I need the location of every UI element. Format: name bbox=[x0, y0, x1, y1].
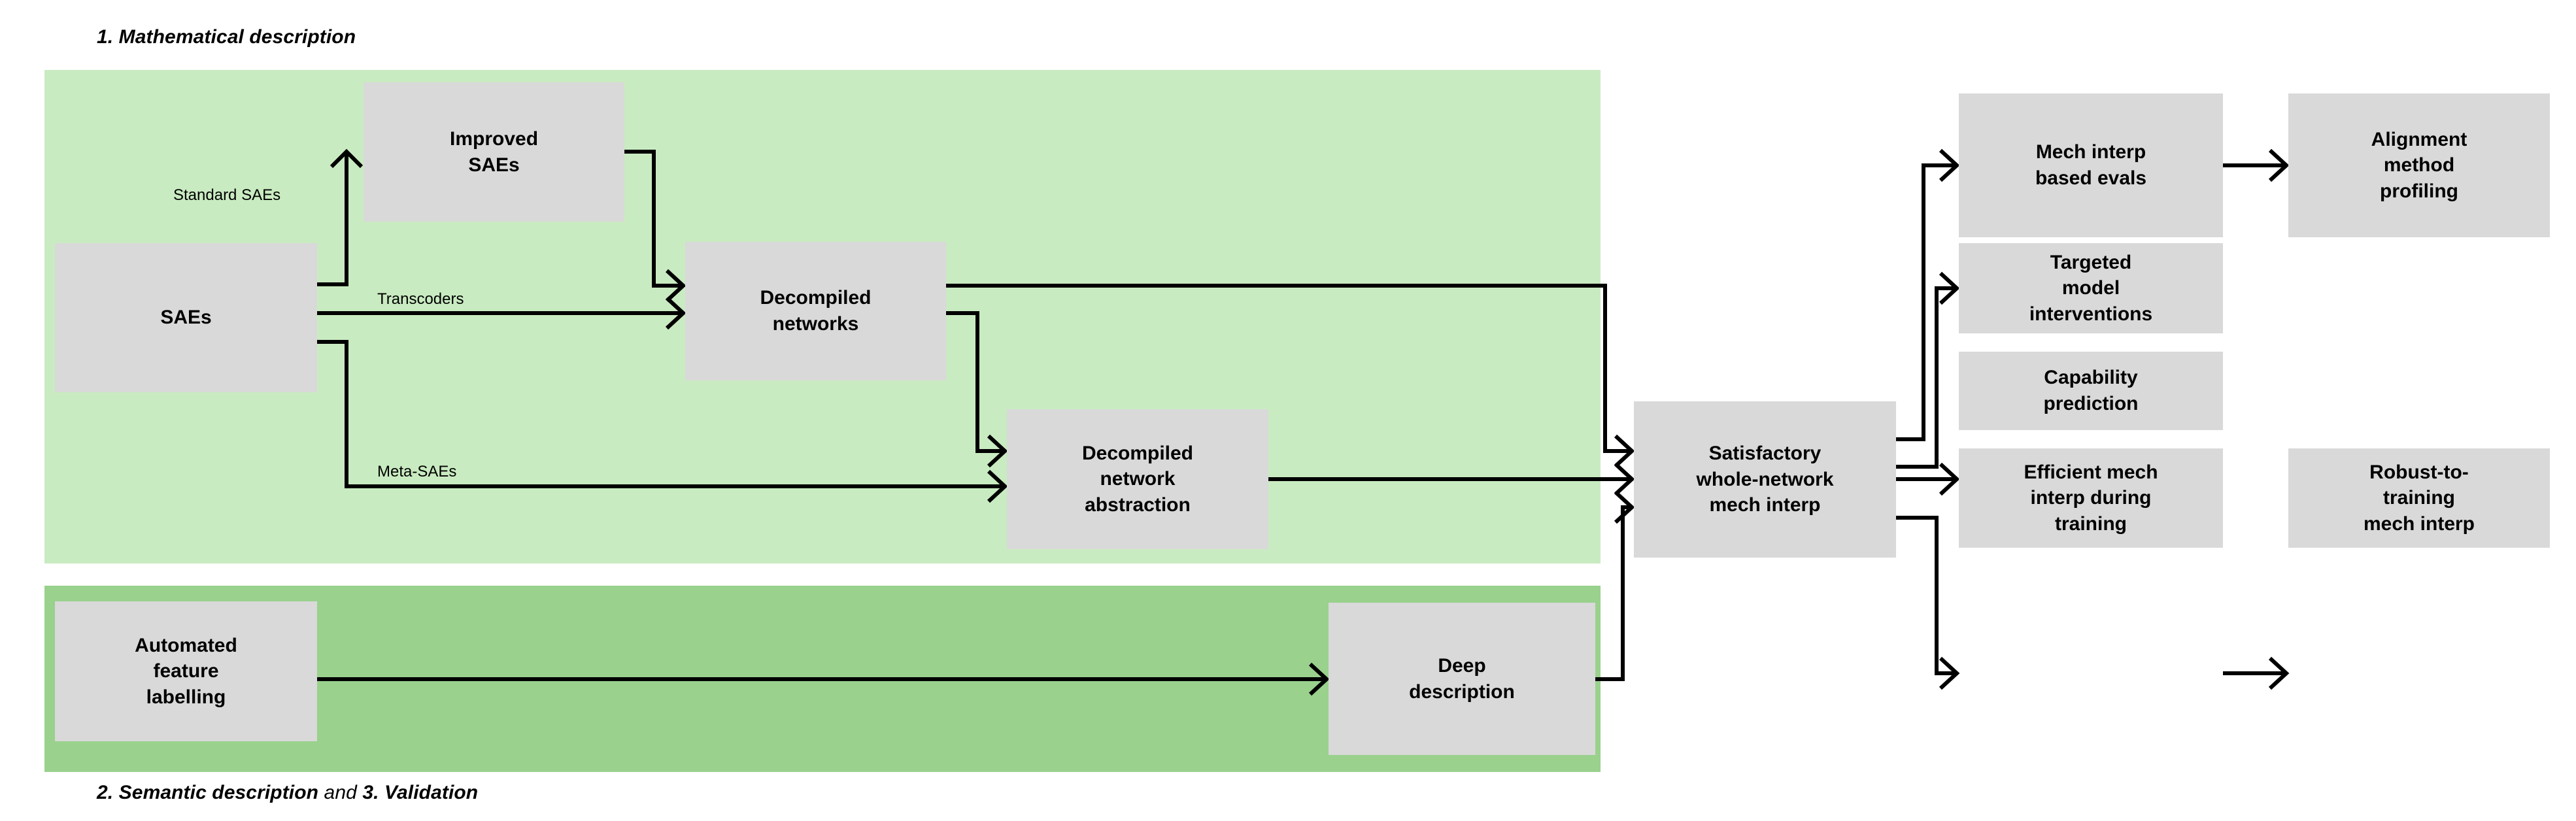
node-saes[interactable]: SAEs bbox=[55, 243, 317, 392]
node-automated-feature-labelling-label: Automated feature labelling bbox=[135, 634, 237, 708]
edge-satisfactory-to-mech-interp-evals bbox=[1896, 163, 1957, 441]
edge-satisfactory-to-targeted-interventions bbox=[1896, 286, 1957, 469]
arrowhead-satisfactory-2 bbox=[1614, 462, 1635, 496]
edge-label-meta-saes: Meta-SAEs bbox=[377, 463, 457, 480]
section-title-mathematical-description: 1. Mathematical description bbox=[97, 26, 356, 48]
section-title-2-text: Semantic description bbox=[118, 782, 319, 803]
node-targeted-model-interventions[interactable]: Targeted model interventions bbox=[1959, 243, 2223, 333]
section-title-3-text: Validation bbox=[384, 782, 479, 803]
arrowhead-targeted-interventions bbox=[1939, 271, 1960, 305]
node-efficient-mech-interp-during-training[interactable]: Efficient mech interp during training bbox=[1959, 448, 2223, 548]
node-saes-label: SAEs bbox=[160, 307, 212, 329]
node-improved-saes[interactable]: Improved SAEs bbox=[364, 82, 624, 222]
section-title-semantic-validation: 2. Semantic description and 3. Validatio… bbox=[97, 782, 478, 804]
edge-deep-description-to-satisfactory bbox=[1595, 505, 1632, 681]
arrowhead-robust-to-training bbox=[2268, 656, 2290, 690]
node-satisfactory-label: Satisfactory whole-network mech interp bbox=[1696, 443, 1834, 516]
node-improved-saes-label: Improved SAEs bbox=[449, 127, 539, 176]
arrowhead-satisfactory-3 bbox=[1614, 490, 1635, 524]
node-robust-to-training-label: Robust-to- training mech interp bbox=[2363, 461, 2475, 535]
node-targeted-model-interventions-label: Targeted model interventions bbox=[2029, 251, 2153, 325]
node-efficient-mech-interp-label: Efficient mech interp during training bbox=[2024, 461, 2158, 535]
edge-label-transcoders: Transcoders bbox=[377, 290, 464, 308]
node-automated-feature-labelling[interactable]: Automated feature labelling bbox=[55, 601, 317, 741]
arrowhead-efficient-mech-interp bbox=[1939, 656, 1960, 690]
section-title-2-number: 2. bbox=[97, 782, 114, 803]
edge-satisfactory-to-efficient-mech-interp bbox=[1896, 516, 1957, 675]
node-robust-to-training-mech-interp[interactable]: Robust-to- training mech interp bbox=[2288, 448, 2550, 548]
node-mech-interp-based-evals-label: Mech interp based evals bbox=[2035, 141, 2147, 189]
node-deep-description[interactable]: Deep description bbox=[1329, 603, 1595, 755]
node-decompiled-network-abstraction-label: Decompiled network abstraction bbox=[1081, 442, 1194, 516]
section-title-3-number: 3. bbox=[362, 782, 379, 803]
node-alignment-method-profiling-label: Alignment method profiling bbox=[2371, 128, 2467, 202]
arrowhead-mech-interp-evals bbox=[1939, 148, 1960, 182]
node-capability-prediction-label: Capability prediction bbox=[2043, 367, 2139, 414]
node-capability-prediction[interactable]: Capability prediction bbox=[1959, 352, 2223, 430]
edge-label-standard-saes: Standard SAEs bbox=[173, 186, 281, 204]
node-decompiled-networks-label: Decompiled networks bbox=[760, 287, 872, 335]
node-alignment-method-profiling[interactable]: Alignment method profiling bbox=[2288, 93, 2550, 237]
arrowhead-satisfactory-1 bbox=[1614, 434, 1635, 468]
node-mech-interp-based-evals[interactable]: Mech interp based evals bbox=[1959, 93, 2223, 237]
node-deep-description-label: Deep description bbox=[1409, 654, 1515, 703]
node-satisfactory-whole-network-mech-interp[interactable]: Satisfactory whole-network mech interp bbox=[1634, 401, 1896, 558]
section-title-conjunction: and bbox=[324, 782, 357, 803]
arrowhead-capability-prediction bbox=[1939, 462, 1960, 496]
arrowhead-alignment-profiling bbox=[2268, 148, 2290, 182]
section-title-1-text: 1. Mathematical description bbox=[97, 26, 356, 48]
node-decompiled-networks[interactable]: Decompiled networks bbox=[685, 242, 946, 380]
node-decompiled-network-abstraction[interactable]: Decompiled network abstraction bbox=[1007, 409, 1268, 549]
